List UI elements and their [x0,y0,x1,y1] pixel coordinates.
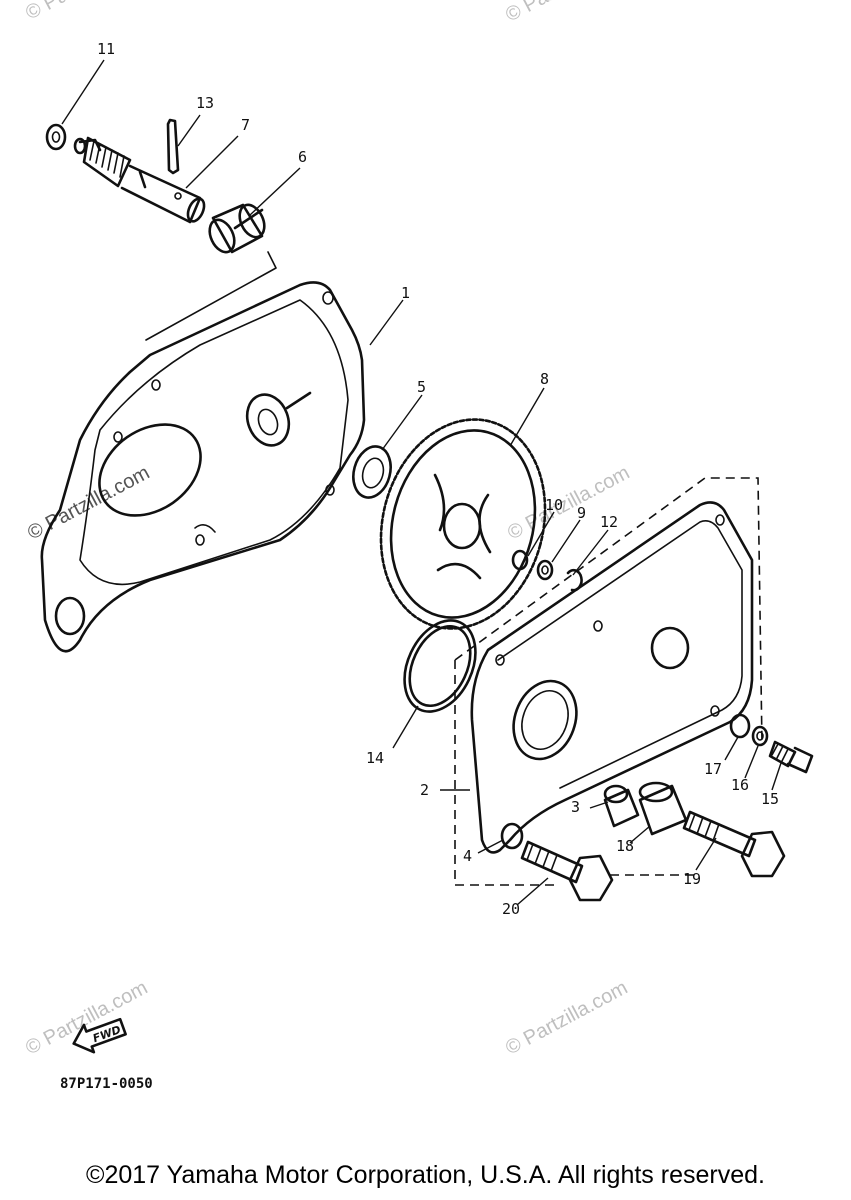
watermark: © Partzilla.com [22,0,151,24]
callout-5[interactable]: 5 [417,378,426,396]
part-11-washer[interactable] [45,123,67,151]
callout-7[interactable]: 7 [241,116,250,134]
part-2-plate[interactable] [470,501,754,854]
part-13-pin[interactable] [166,118,180,175]
callout-17[interactable]: 17 [704,760,722,778]
callout-6[interactable]: 6 [298,148,307,166]
part-10-washer[interactable] [511,549,529,571]
callout-20[interactable]: 20 [502,900,520,918]
part-2-assembly-boundary [454,477,763,886]
callout-13[interactable]: 13 [196,94,214,112]
callout-15[interactable]: 15 [761,790,779,808]
callouts: 11 13 7 6 1 5 8 10 9 12 14 2 17 16 15 3 … [97,40,779,918]
watermark: © Partzilla.com [502,977,631,1060]
callout-1[interactable]: 1 [401,284,410,302]
leader-lines [61,59,782,906]
part-14-o-ring[interactable] [391,609,490,723]
watermark: © Partzilla.com [504,462,633,545]
part-19-bolt[interactable] [682,810,786,878]
part-5-oil-seal[interactable] [348,442,396,502]
part-15-bolt[interactable] [768,740,814,774]
callout-8[interactable]: 8 [540,370,549,388]
callout-14[interactable]: 14 [366,749,384,767]
part-3-dowel[interactable] [603,784,640,828]
watermarks: © Partzilla.com © Partzilla.com © Partzi… [22,0,633,1059]
callout-19[interactable]: 19 [683,870,701,888]
part-1-cover[interactable] [40,281,366,653]
callout-2[interactable]: 2 [420,781,429,799]
part-16-washer[interactable] [751,725,769,747]
diagram-code: 87P171-0050 [60,1076,153,1092]
part-6-collar[interactable] [205,201,269,256]
callout-11[interactable]: 11 [97,40,115,58]
part-20-bolt[interactable] [520,840,614,902]
callout-3[interactable]: 3 [571,798,580,816]
callout-4[interactable]: 4 [463,847,472,865]
part-17-washer[interactable] [729,713,751,739]
callout-18[interactable]: 18 [616,837,634,855]
watermark: © Partzilla.com [22,977,151,1060]
callout-10[interactable]: 10 [545,496,563,514]
alignment-line [145,251,277,341]
watermark: © Partzilla.com [502,0,631,26]
callout-12[interactable]: 12 [600,513,618,531]
part-7-shaft[interactable] [73,136,207,224]
callout-9[interactable]: 9 [577,504,586,522]
part-18-collar[interactable] [638,781,688,836]
part-8-gear[interactable] [358,401,567,647]
callout-16[interactable]: 16 [731,776,749,794]
part-4-dowel[interactable] [500,822,524,850]
copyright-notice: ©2017 Yamaha Motor Corporation, U.S.A. A… [86,1161,765,1189]
part-9-washer[interactable] [536,559,554,581]
